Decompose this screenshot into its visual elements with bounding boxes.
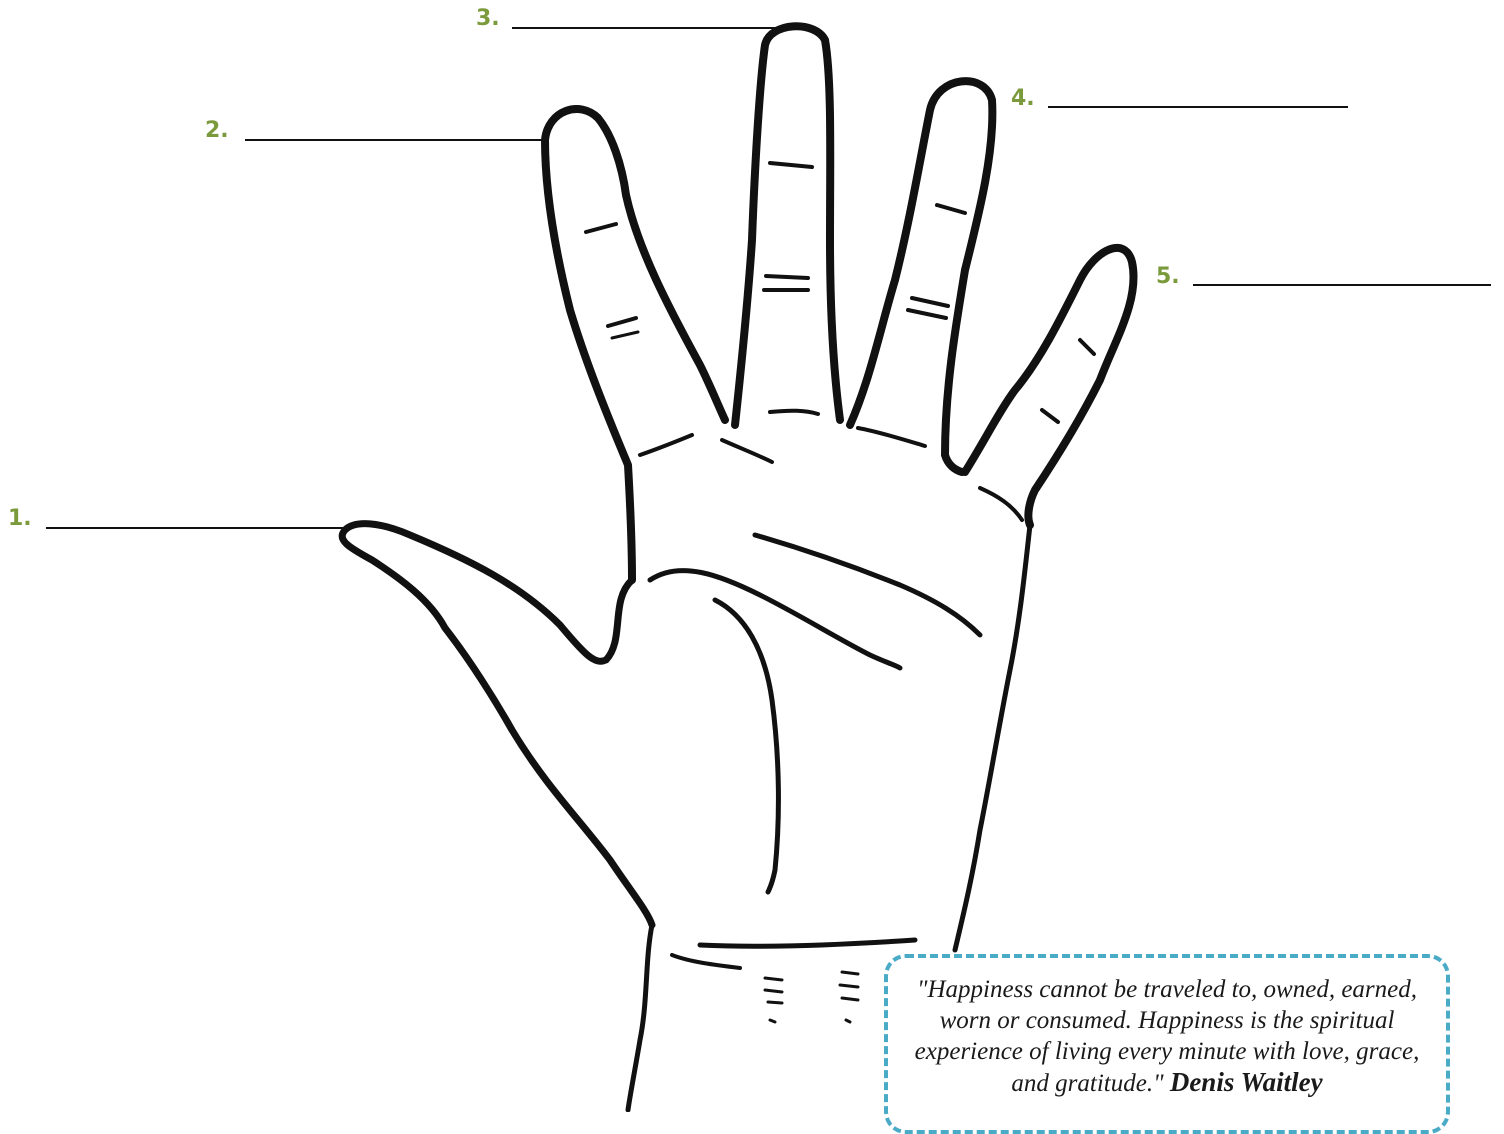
label-thumb-number: 1. xyxy=(8,508,32,530)
label-ring-blank[interactable] xyxy=(1048,106,1348,108)
index-finger-outline xyxy=(545,109,725,580)
label-ring-number: 4. xyxy=(1011,88,1035,110)
quote-box: "Happiness cannot be traveled to, owned,… xyxy=(884,954,1450,1134)
quote-text: "Happiness cannot be traveled to, owned,… xyxy=(915,976,1420,1097)
pinky-outline xyxy=(965,248,1134,525)
label-index-blank[interactable] xyxy=(245,139,541,141)
label-middle-number: 3. xyxy=(476,8,500,30)
ring-finger-outline xyxy=(850,81,992,472)
label-middle-blank[interactable] xyxy=(512,27,780,29)
quote: "Happiness cannot be traveled to, owned,… xyxy=(912,974,1422,1099)
thumb-outline xyxy=(342,524,652,925)
wrist-left-outline xyxy=(628,925,652,1110)
head-line xyxy=(650,571,900,668)
palm-edge-outline xyxy=(955,525,1030,950)
label-index-number: 2. xyxy=(205,120,229,142)
label-pinky-blank[interactable] xyxy=(1193,284,1491,286)
label-pinky-number: 5. xyxy=(1156,266,1180,288)
middle-finger-outline xyxy=(735,26,840,425)
life-line xyxy=(715,600,778,892)
label-thumb-blank[interactable] xyxy=(46,527,346,529)
heart-line xyxy=(755,535,980,635)
quote-author: Denis Waitley xyxy=(1170,1067,1323,1097)
